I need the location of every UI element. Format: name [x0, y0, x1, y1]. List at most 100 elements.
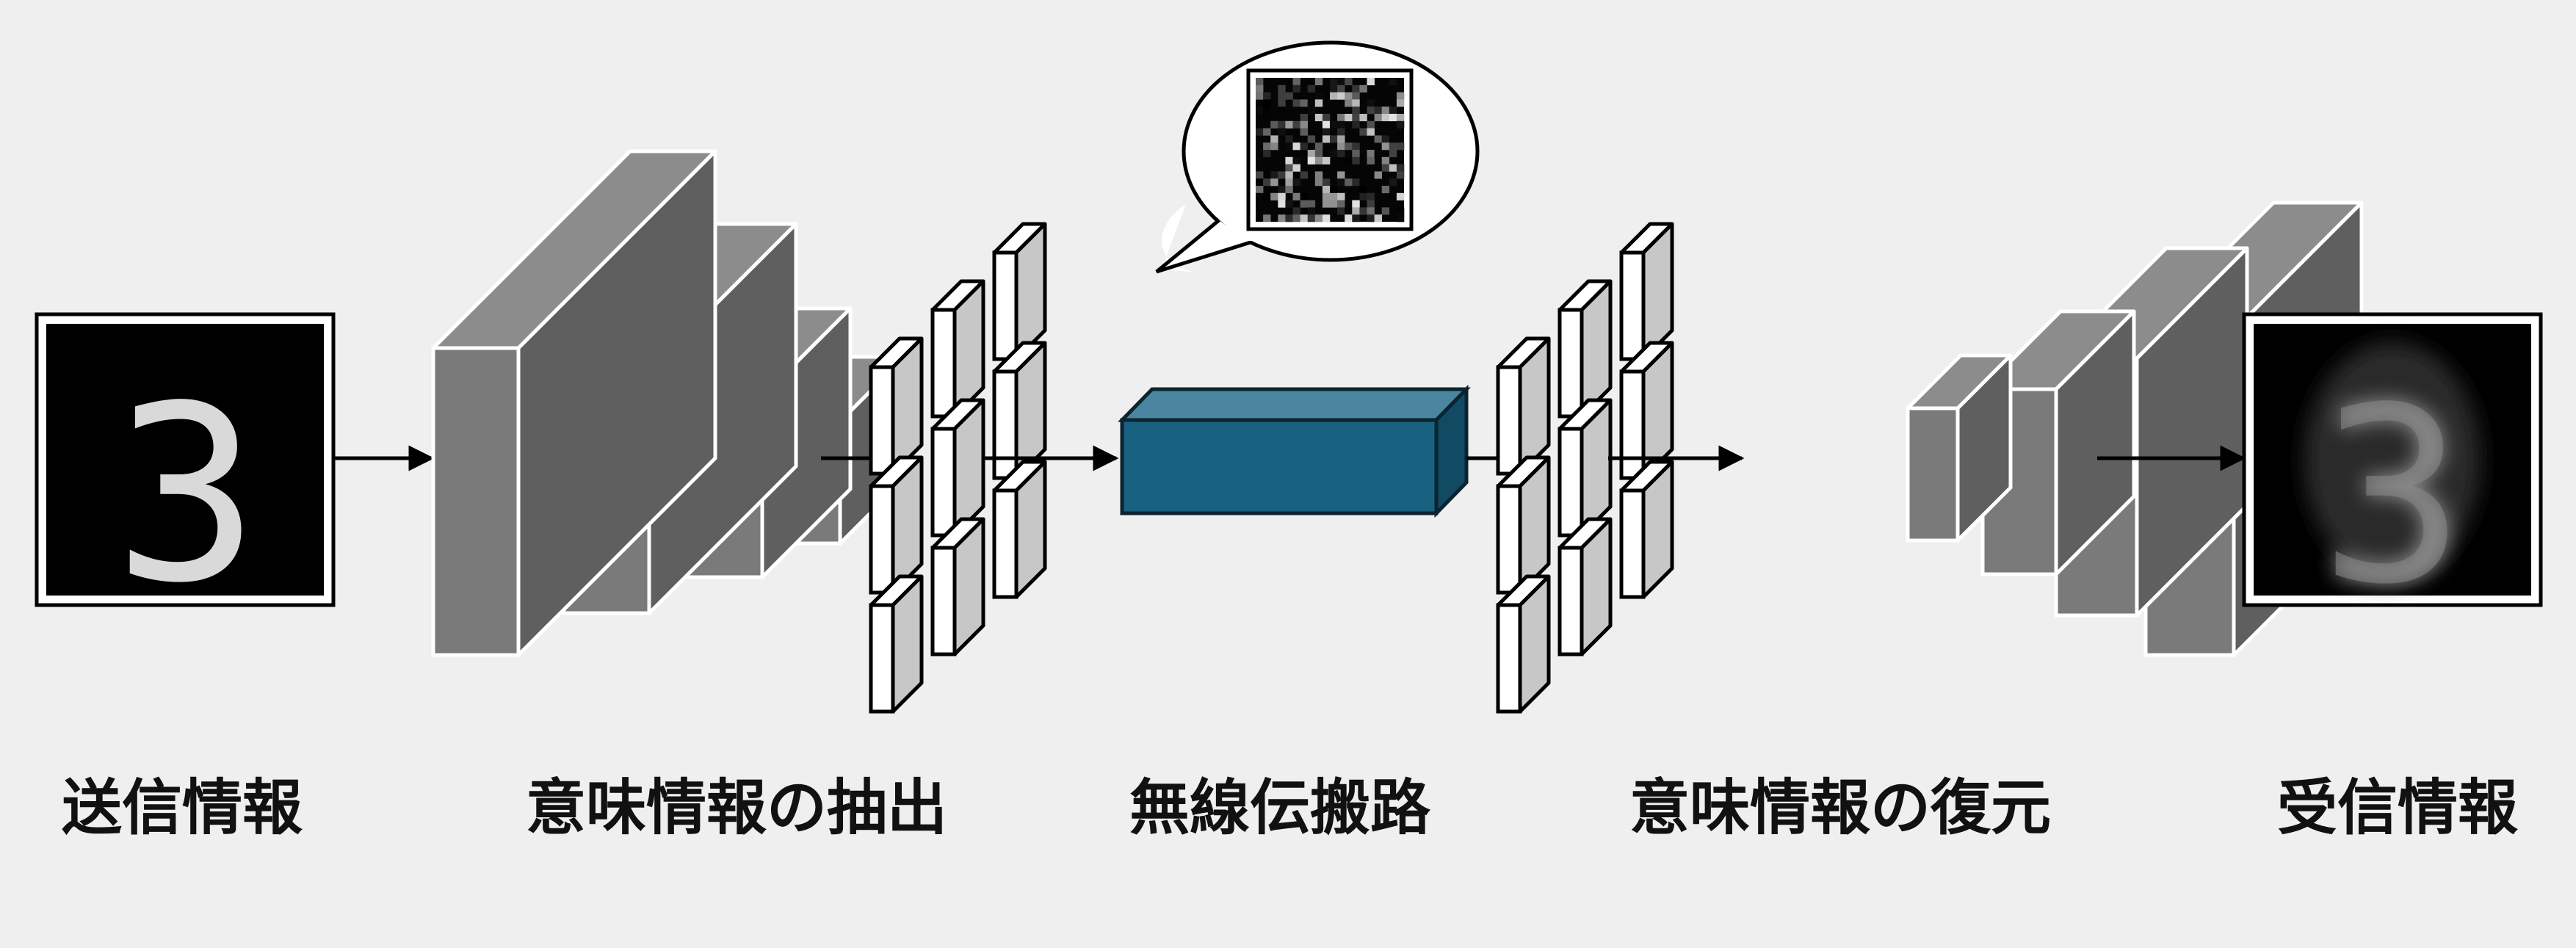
- noise-cell: [1307, 200, 1316, 208]
- noise-cell: [1292, 78, 1300, 86]
- noise-cell: [1314, 142, 1323, 151]
- noise-cell: [1322, 114, 1331, 122]
- noise-cell: [1278, 192, 1286, 200]
- enc-cube-c2-r1: [992, 341, 1047, 480]
- noise-cell: [1389, 114, 1397, 122]
- noise-cell: [1330, 192, 1338, 200]
- noise-cell: [1352, 156, 1360, 164]
- noise-cell: [1300, 142, 1308, 151]
- noise-cell: [1285, 186, 1293, 194]
- caption-restore: 意味情報の復元: [1629, 773, 2051, 843]
- noise-cell: [1367, 78, 1375, 86]
- noise-cell: [1381, 114, 1390, 122]
- noise-cell: [1352, 200, 1360, 208]
- noise-cell: [1292, 192, 1300, 200]
- dec-cube-c0-r0: [1496, 336, 1551, 476]
- noise-cell: [1300, 120, 1308, 129]
- noise-cell: [1389, 178, 1397, 187]
- noise-cell: [1322, 128, 1331, 136]
- noise-cell: [1359, 178, 1367, 187]
- enc-cube-c1-r2: [930, 517, 985, 656]
- noise-cell: [1337, 200, 1345, 208]
- noise-cell: [1307, 135, 1316, 143]
- noise-cell: [1367, 200, 1375, 208]
- noise-cell: [1300, 99, 1308, 107]
- noise-cell: [1307, 84, 1316, 93]
- noise-cell: [1381, 186, 1390, 194]
- noise-cell: [1345, 99, 1353, 107]
- noise-cell: [1256, 84, 1264, 93]
- noise-cell: [1314, 178, 1323, 187]
- noise-cell: [1314, 214, 1323, 222]
- noise-cell: [1359, 114, 1367, 122]
- output-digit-ghost: 3: [2320, 355, 2466, 637]
- noise-cell: [1300, 171, 1308, 179]
- noise-cell: [1396, 207, 1405, 215]
- noise-cell: [1292, 120, 1300, 129]
- noise-cell: [1256, 128, 1264, 136]
- noise-cell: [1314, 99, 1323, 107]
- noise-cell: [1263, 106, 1271, 115]
- noise-cell: [1278, 214, 1286, 222]
- noise-cell: [1345, 78, 1353, 86]
- noise-cell: [1263, 150, 1271, 158]
- noise-cell: [1292, 99, 1300, 107]
- dec-cube-c2-r0: [1619, 222, 1674, 361]
- noise-cell: [1330, 171, 1338, 179]
- noise-cell: [1278, 200, 1286, 208]
- noise-cell: [1374, 150, 1382, 158]
- noise-cell: [1270, 142, 1278, 151]
- noise-cell: [1345, 214, 1353, 222]
- enc-cube-c1-r0: [930, 279, 985, 419]
- noise-cell: [1285, 178, 1293, 187]
- noise-cell: [1285, 214, 1293, 222]
- noise-cell: [1278, 186, 1286, 194]
- noise-cell: [1396, 142, 1405, 151]
- noise-cell: [1292, 207, 1300, 215]
- noise-cell: [1322, 135, 1331, 143]
- noise-cell: [1381, 142, 1390, 151]
- noise-cell: [1314, 171, 1323, 179]
- noise-cell: [1381, 164, 1390, 172]
- noise-cell: [1322, 186, 1331, 194]
- noise-cell: [1285, 200, 1293, 208]
- output-digit: 3: [2320, 355, 2466, 637]
- noise-cell: [1374, 214, 1382, 222]
- noise-cell: [1292, 178, 1300, 187]
- noise-cell: [1270, 120, 1278, 129]
- input-digit: 3: [114, 354, 260, 636]
- noise-cell: [1300, 128, 1308, 136]
- noise-pattern: [1256, 78, 1405, 222]
- noise-cell: [1300, 114, 1308, 122]
- noise-cell: [1285, 120, 1293, 129]
- noise-cell: [1396, 120, 1405, 129]
- noise-cell: [1263, 99, 1271, 107]
- wireless-channel-block-icon: [1118, 384, 1471, 518]
- input-image: 3: [35, 312, 336, 636]
- noise-cell: [1314, 92, 1323, 100]
- noise-cell: [1278, 84, 1286, 93]
- noise-cell: [1352, 150, 1360, 158]
- noise-cell: [1330, 106, 1338, 115]
- noise-cell: [1270, 135, 1278, 143]
- noise-cell: [1300, 200, 1308, 208]
- noise-cell: [1292, 164, 1300, 172]
- noise-cell: [1389, 142, 1397, 151]
- noise-cell: [1337, 150, 1345, 158]
- noise-cell: [1337, 120, 1345, 129]
- noise-cell: [1389, 164, 1397, 172]
- dec-cube-c2-r1: [1619, 341, 1674, 480]
- noise-cell: [1330, 84, 1338, 93]
- dec-cube-c1-r1: [1557, 398, 1613, 538]
- noise-cell: [1330, 186, 1338, 194]
- noise-cell: [1322, 200, 1331, 208]
- noise-cell: [1256, 106, 1264, 115]
- noise-cell: [1345, 156, 1353, 164]
- noise-cell: [1337, 128, 1345, 136]
- caption-channel: 無線伝搬路: [1129, 773, 1431, 843]
- noise-cell: [1330, 135, 1338, 143]
- noise-cell: [1345, 92, 1353, 100]
- noise-cell: [1285, 156, 1293, 164]
- noise-cell: [1278, 171, 1286, 179]
- enc-cube-c0-r0: [869, 336, 924, 476]
